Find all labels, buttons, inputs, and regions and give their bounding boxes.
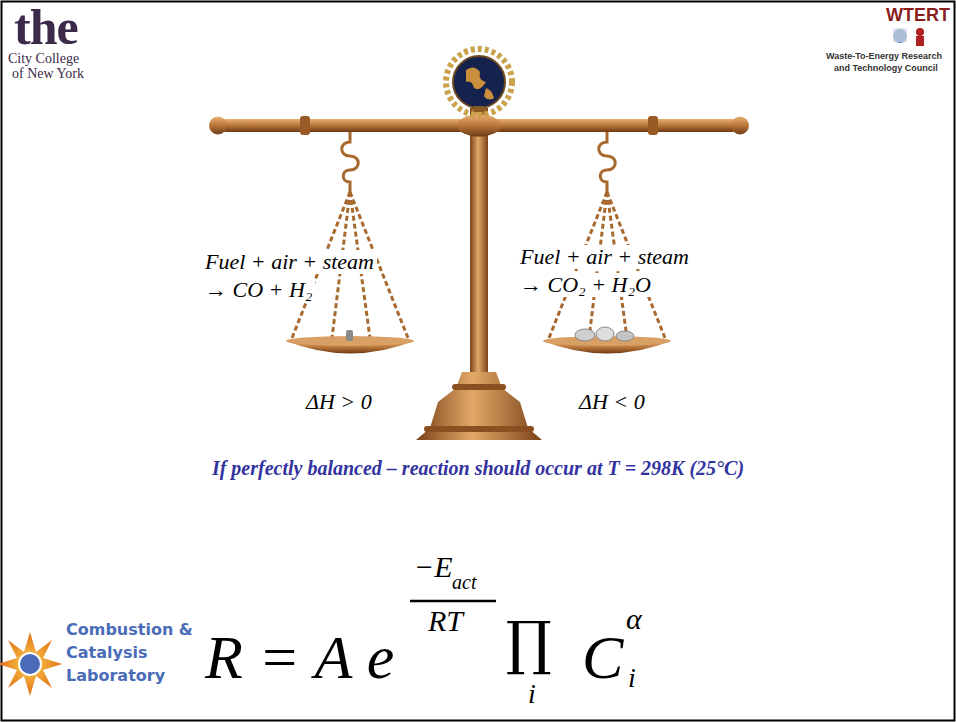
scale-base [416, 372, 542, 440]
enthalpy-label: ΔH > 0 [303, 390, 375, 414]
formula-superscript: α [626, 604, 642, 634]
logo-caption: and Technology Council [834, 64, 938, 73]
formula-subscript: act [452, 572, 476, 592]
enthalpy-label: ΔH < 0 [576, 390, 648, 414]
logo-caption: City College [8, 52, 79, 66]
scale-beam [300, 116, 310, 135]
wtert-icon [916, 28, 924, 36]
logo-word: the [14, 2, 78, 52]
wtert-icon [916, 36, 924, 46]
right-pan [616, 331, 634, 341]
globe [446, 49, 512, 115]
formula-subscript: i [528, 680, 536, 708]
left-pan-hanger [292, 132, 408, 338]
lab-logo-burst [19, 653, 41, 675]
right-pan-hanger [549, 132, 665, 338]
scale-base [452, 384, 506, 390]
left-pan [286, 330, 414, 354]
scale-pole [470, 108, 488, 383]
reaction-text: → CO₂ + H₂O [517, 273, 654, 297]
lab-logo-burst [0, 632, 62, 696]
formula-term: −E [414, 552, 453, 582]
wtert-icon [893, 29, 907, 43]
globe [474, 106, 484, 112]
scale-base [416, 372, 542, 440]
reaction-text: → CO + H₂ [202, 278, 315, 302]
left-pan [346, 330, 353, 341]
formula-term: R = A e [205, 626, 394, 688]
scale-beam [209, 117, 227, 135]
right-pan [543, 327, 671, 354]
logo-caption: Waste-To-Energy Research [826, 52, 942, 61]
formula-term: RT [428, 606, 463, 636]
wtert-icon [893, 28, 924, 46]
logo-caption: of New York [12, 67, 84, 81]
reaction-text: Fuel + air + steam [202, 250, 377, 274]
globe [466, 67, 486, 89]
scale-beam [648, 116, 658, 135]
formula-operator: ∏ [506, 614, 552, 672]
wtert-icon [893, 28, 907, 42]
logo-caption: Catalysis [66, 645, 147, 661]
left-pan-hanger [342, 132, 359, 192]
scale-base [424, 426, 534, 432]
globe [484, 88, 494, 100]
logo-caption: Combustion & [66, 622, 193, 638]
formula-subscript: i [628, 664, 636, 692]
logo-caption: Laboratory [66, 668, 165, 684]
reaction-text: Fuel + air + steam [517, 245, 692, 269]
globe [453, 56, 505, 108]
right-pan [575, 329, 595, 341]
scale-beam [731, 117, 749, 135]
right-pan [596, 327, 614, 341]
note-text: If perfectly balanced – reaction should … [212, 458, 744, 478]
globe [446, 49, 512, 115]
fraction-bar [410, 600, 496, 603]
lab-logo-burst [0, 632, 62, 696]
formula-term: C [582, 626, 623, 688]
right-pan-hanger [599, 132, 616, 192]
logo-word: WTERT [886, 6, 950, 24]
